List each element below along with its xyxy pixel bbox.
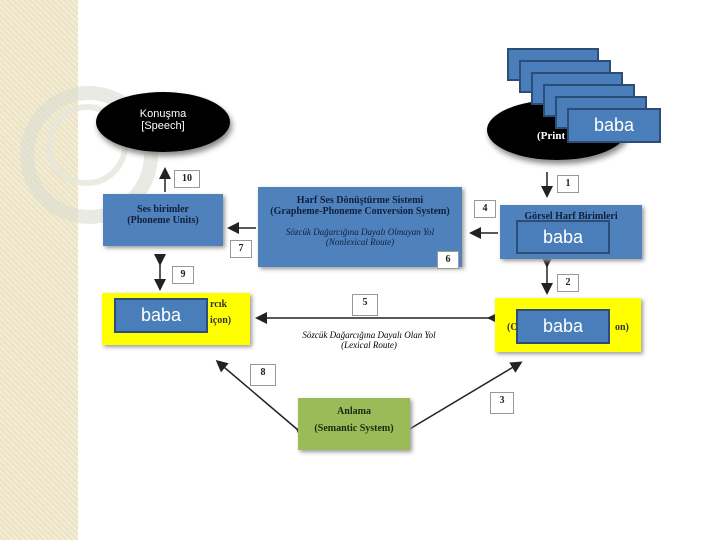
grapheme-title: Görsel Harf Birimleri <box>524 211 618 222</box>
speech-title: Konuşma <box>139 108 187 120</box>
overlay-baba-left: baba <box>114 298 208 333</box>
number-3: 3 <box>490 392 514 414</box>
phoneme-title: Ses birimler <box>137 204 189 215</box>
overlay-baba-top: baba <box>567 108 661 143</box>
number-2: 2 <box>557 274 579 292</box>
arrow-8 <box>215 360 309 441</box>
phoneme-units-box: Ses birimler (Phoneme Units) <box>103 194 223 246</box>
semantic-subtitle: (Semantic System) <box>314 423 394 434</box>
number-4: 4 <box>474 200 496 218</box>
number-5: 5 <box>352 294 378 316</box>
speech-subtitle: [Speech] <box>141 120 185 132</box>
left-lexicon-partial2: içon) <box>210 315 232 326</box>
right-lexicon-partial: (O <box>507 322 519 333</box>
number-7: 7 <box>230 240 252 258</box>
number-10: 10 <box>174 170 200 188</box>
semantic-system-box: Anlama (Semantic System) <box>298 398 410 450</box>
conversion-route: Sözcük Dağarcığına Dayalı Olmayan Yol <box>285 227 435 237</box>
conversion-title: Harf Ses Dönüştürme Sistemi <box>296 195 424 206</box>
number-8: 8 <box>250 364 276 386</box>
left-lexicon-partial: rcık <box>210 299 228 310</box>
lexical-route: Sözcük Dağarcığına Dayalı Olan Yol <box>302 330 436 340</box>
arrow-3 <box>397 361 523 440</box>
overlay-baba-mid: baba <box>516 220 610 254</box>
lexical-route-label: Sözcük Dağarcığına Dayalı Olan Yol (Lexi… <box>275 330 463 358</box>
number-1: 1 <box>557 175 579 193</box>
right-lexicon-partial2: on) <box>615 322 629 333</box>
semantic-title: Anlama <box>337 406 371 417</box>
conversion-subtitle: (Grapheme-Phoneme Conversion System) <box>270 206 450 217</box>
speech-node: Konuşma [Speech] <box>96 92 230 152</box>
overlay-baba-right: baba <box>516 309 610 344</box>
conversion-system-box: Harf Ses Dönüştürme Sistemi (Grapheme-Ph… <box>258 187 462 267</box>
lexical-route-en: (Lexical Route) <box>341 340 397 350</box>
number-6: 6 <box>437 251 459 269</box>
number-9: 9 <box>172 266 194 284</box>
print-label: (Print <box>537 130 566 142</box>
phoneme-subtitle: (Phoneme Units) <box>127 215 199 226</box>
conversion-route-en: (Nonlexical Route) <box>325 237 395 247</box>
